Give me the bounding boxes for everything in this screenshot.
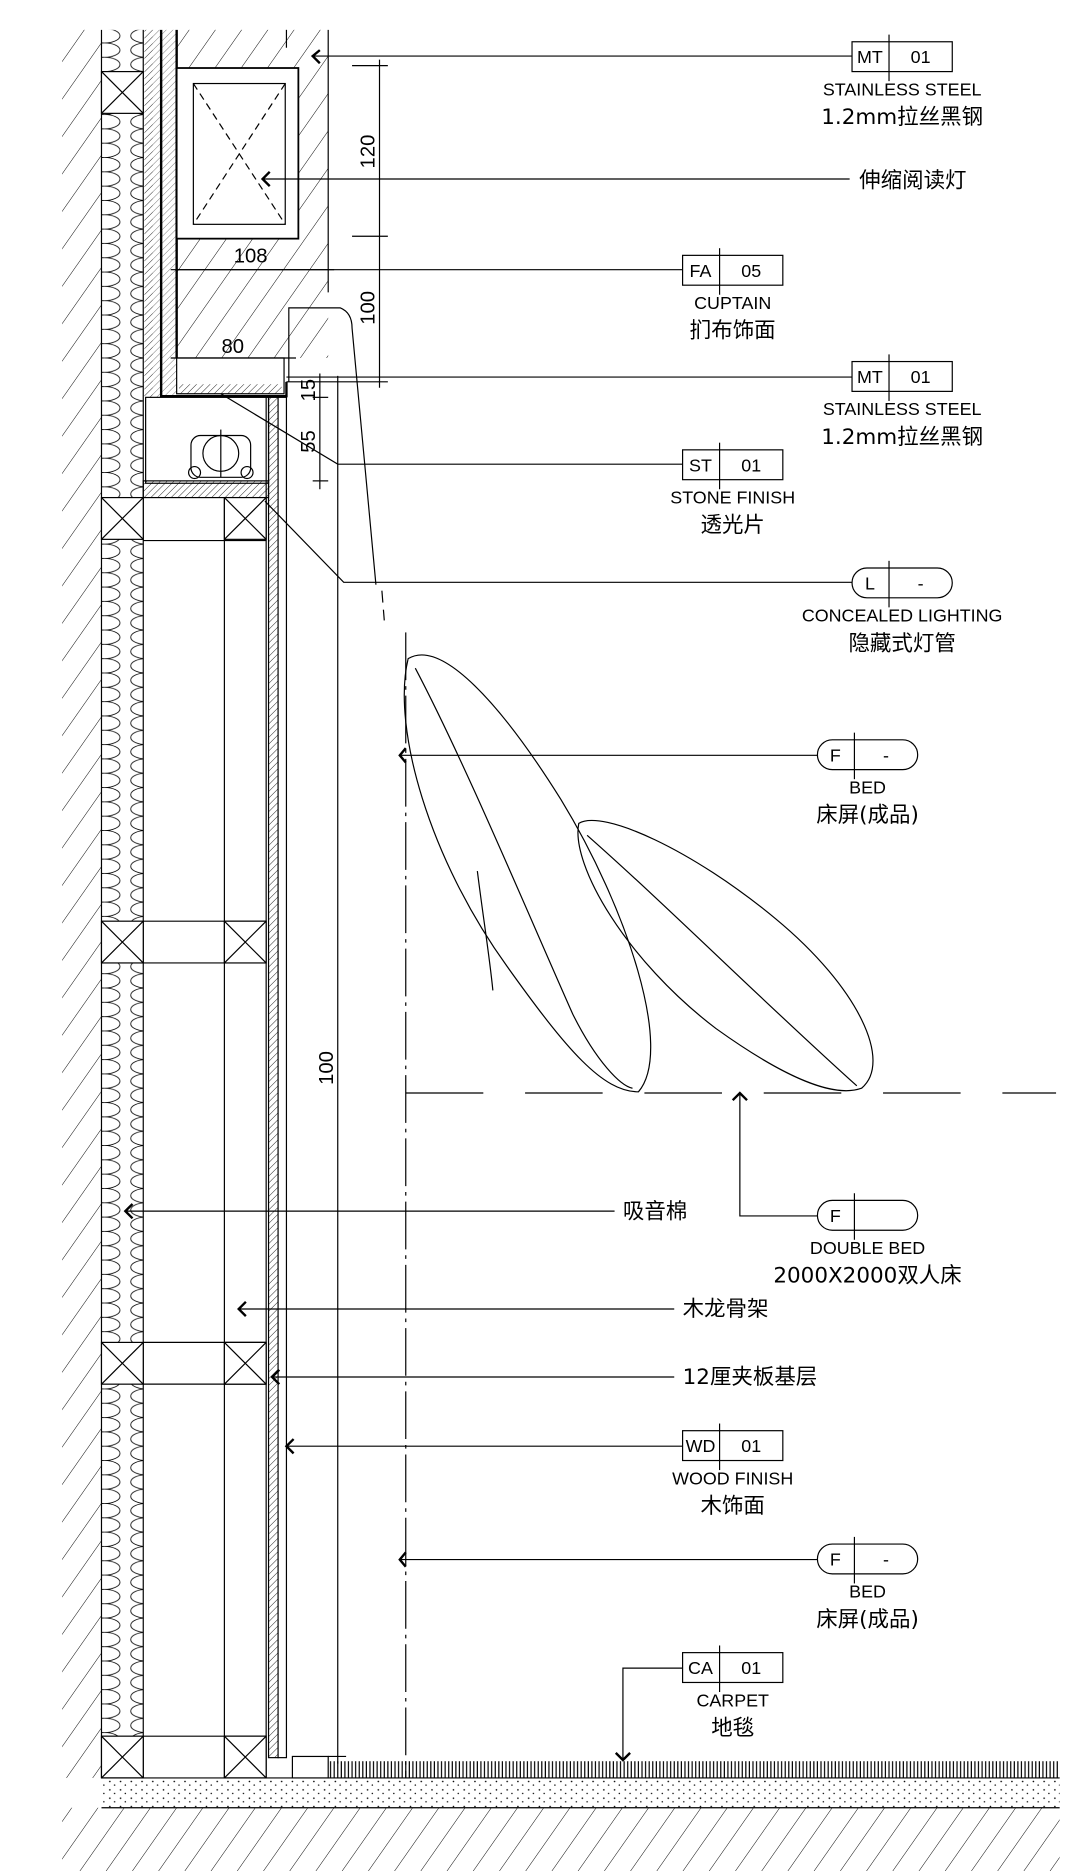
tag-material-en: STAINLESS STEEL [823, 79, 982, 99]
tag-material-en: WOOD FINISH [672, 1468, 793, 1488]
material-tag: F - BED 床屏(成品) [816, 732, 919, 828]
leader-lines [125, 55, 853, 1761]
dimensions: 120 100 108 80 15 55 100 [170, 59, 388, 1764]
tag-material-cn: 扪布饰面 [690, 319, 776, 344]
wood-block [223, 920, 267, 964]
note-reading-light: 伸缩阅读灯 [859, 168, 966, 193]
note-acoustic-cotton: 吸音棉 [623, 1199, 687, 1224]
tag-material-cn: 地毯 [711, 1716, 754, 1741]
svg-text:15: 15 [298, 379, 320, 402]
note-wood-keel: 木龙骨架 [683, 1297, 769, 1322]
wood-block [100, 1735, 144, 1779]
tag-number: 01 [741, 455, 761, 475]
tag-number: 01 [741, 1436, 761, 1456]
concealed-light-fixture [145, 396, 270, 484]
tag-number: 01 [911, 367, 931, 387]
tag-material-en: CONCEALED LIGHTING [802, 606, 1003, 626]
tag-code: MT [857, 47, 883, 67]
tag-code: F [830, 1206, 841, 1226]
tag-code: L [865, 573, 875, 593]
svg-text:108: 108 [234, 246, 268, 268]
leaf-decoration [403, 654, 874, 1093]
wood-blocks [100, 70, 267, 1779]
acoustic-insulation [101, 29, 144, 1778]
tag-code: MT [857, 367, 883, 387]
tag-number: - [883, 1550, 889, 1570]
svg-text:100: 100 [358, 291, 380, 325]
tag-material-cn: 床屏(成品) [816, 1607, 919, 1632]
tag-material-en: CUPTAIN [694, 293, 771, 313]
tag-material-en: DOUBLE BED [810, 1238, 925, 1258]
wood-block [100, 70, 144, 114]
floor-slab [62, 1755, 1060, 1871]
wood-block [223, 1735, 267, 1779]
svg-text:120: 120 [358, 135, 380, 169]
tag-material-cn: 木饰面 [701, 1494, 765, 1519]
tag-code: CA [688, 1658, 713, 1678]
wood-block [100, 920, 144, 964]
svg-text:100: 100 [316, 1051, 338, 1085]
tag-material-cn: 床屏(成品) [816, 803, 919, 828]
tag-code: FA [690, 261, 712, 281]
wood-block [100, 1341, 144, 1385]
tag-material-cn: 2000X2000双人床 [773, 1264, 961, 1289]
tag-material-en: STONE FINISH [670, 488, 795, 508]
svg-text:80: 80 [221, 336, 244, 358]
note-plywood-base: 12厘夹板基层 [683, 1365, 818, 1390]
wood-frame [142, 396, 288, 1778]
reading-light-box [175, 67, 300, 240]
carpet [292, 1761, 1060, 1778]
tag-code: WD [686, 1436, 716, 1456]
tag-material-en: BED [849, 778, 886, 798]
tag-number: 01 [911, 47, 931, 67]
tag-material-en: CARPET [696, 1690, 769, 1710]
tag-material-cn: 1.2mm拉丝黑钢 [821, 105, 983, 130]
tag-material-cn: 1.2mm拉丝黑钢 [821, 425, 983, 450]
tag-material-cn: 透光片 [701, 513, 765, 538]
leader-arrows [123, 49, 748, 1762]
tag-code: F [830, 1550, 841, 1570]
tag-code: F [830, 745, 841, 765]
tag-material-en: BED [849, 1582, 886, 1602]
wood-block [223, 1341, 267, 1385]
material-tag: F DOUBLE BED 2000X2000双人床 [773, 1193, 962, 1289]
material-tag: L - CONCEALED LIGHTING 隐藏式灯管 [802, 560, 1003, 656]
tag-number: 05 [741, 261, 761, 281]
material-tag: F - BED 床屏(成品) [816, 1536, 919, 1632]
tag-number: - [918, 573, 924, 593]
concrete-wall [62, 29, 103, 1778]
tag-number: 01 [741, 1658, 761, 1678]
tag-code: ST [689, 455, 712, 475]
wood-block [223, 496, 267, 540]
wood-block [100, 496, 144, 540]
tag-material-cn: 隐藏式灯管 [848, 631, 955, 656]
tag-material-en: STAINLESS STEEL [823, 399, 982, 419]
svg-text:55: 55 [298, 430, 320, 453]
tag-number: - [883, 745, 889, 765]
